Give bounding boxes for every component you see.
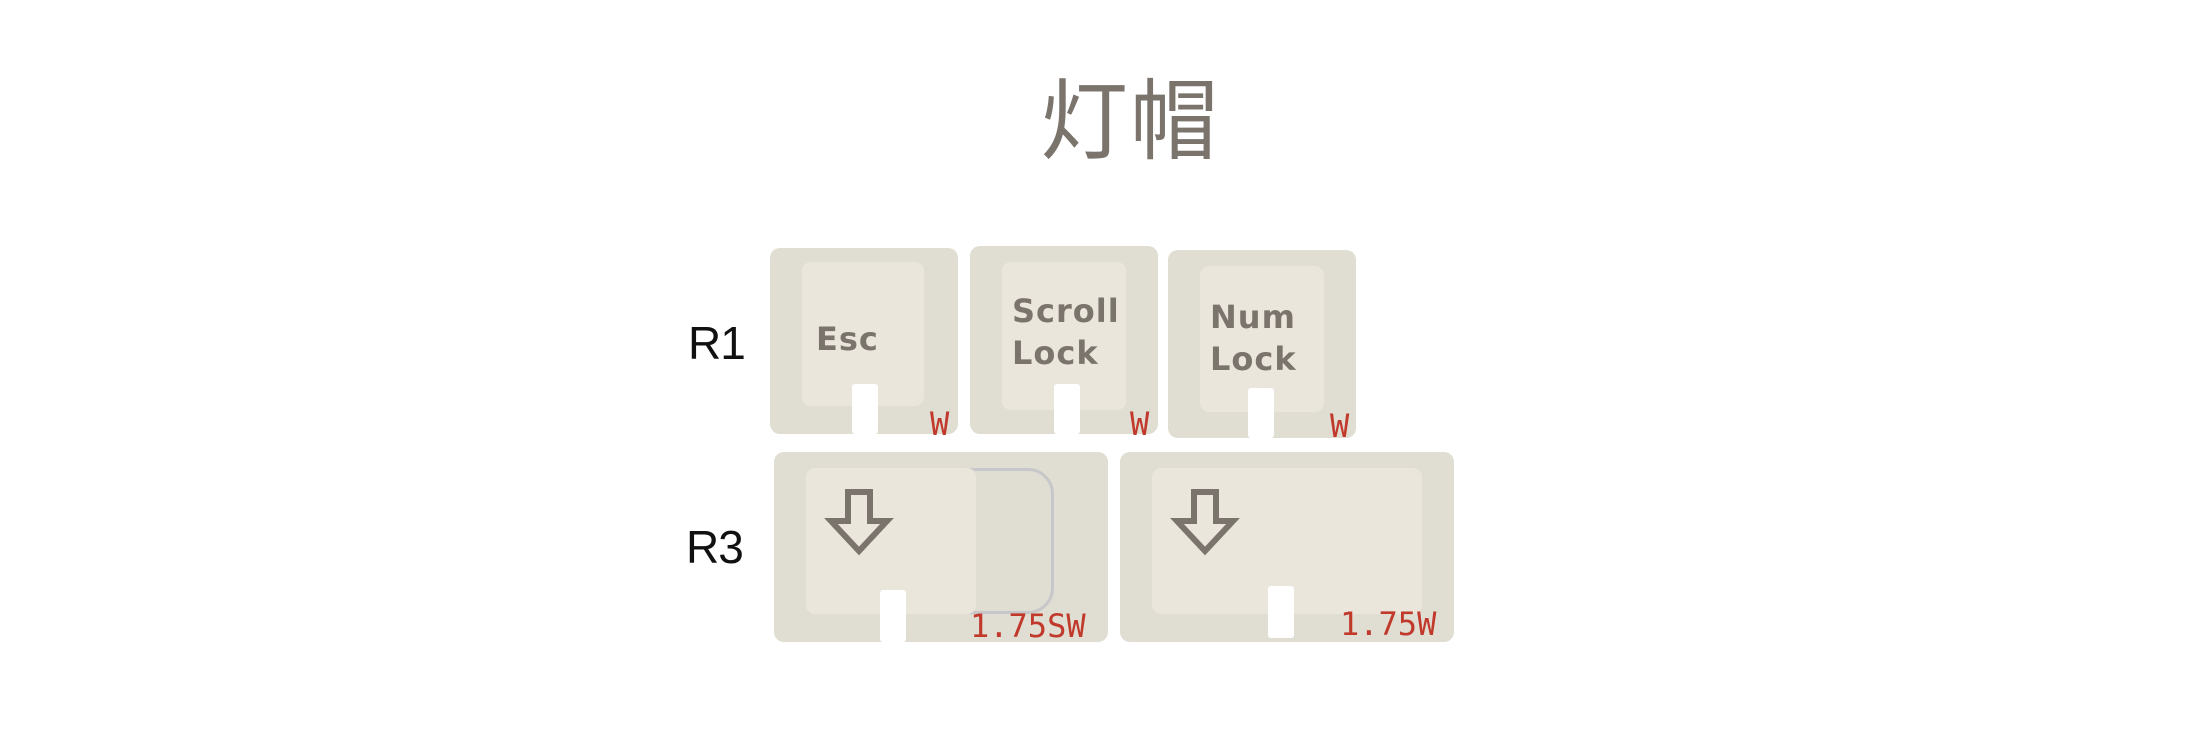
down-arrow-icon xyxy=(824,489,894,556)
stem xyxy=(852,384,878,434)
row-label-r1: R1 xyxy=(688,317,746,369)
size-label: W xyxy=(1330,407,1350,445)
size-label: W xyxy=(1130,405,1150,443)
stem xyxy=(1054,384,1080,434)
diagram-title: 灯帽 xyxy=(1040,70,1221,173)
row-label-r3: R3 xyxy=(686,521,744,573)
stem xyxy=(880,590,906,642)
key-legend: Esc xyxy=(816,320,879,358)
stem xyxy=(1248,388,1274,438)
keycap-down-1-75sw: 1.75SW xyxy=(774,452,1108,642)
key-legend: Scroll Lock xyxy=(1012,292,1120,372)
keycap-top xyxy=(802,262,924,406)
stem xyxy=(1268,586,1294,638)
down-arrow-icon xyxy=(1170,489,1240,556)
size-label: W xyxy=(930,405,950,443)
keycap-num-lock: Num Lock W xyxy=(1168,250,1356,442)
keycap-top xyxy=(1200,266,1324,412)
size-label: 1.75SW xyxy=(970,607,1086,645)
keycap-top xyxy=(806,468,976,614)
size-label: 1.75W xyxy=(1340,605,1437,643)
keycap-down-1-75w: 1.75W xyxy=(1120,452,1454,642)
keycap-scroll-lock: Scroll Lock W xyxy=(970,246,1158,440)
keycap-esc: Esc W xyxy=(770,248,958,440)
key-legend: Num Lock xyxy=(1210,298,1297,378)
